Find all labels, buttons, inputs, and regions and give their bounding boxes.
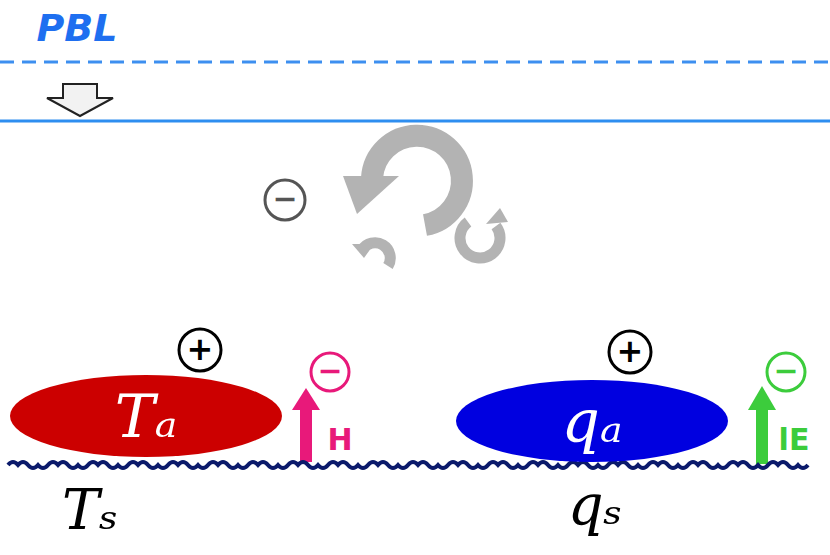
pbl-solid-line [0, 120, 830, 123]
sign-circle [179, 329, 221, 371]
feedback-sign: − [317, 356, 342, 386]
sign-circle [265, 180, 305, 220]
small-eddy [460, 222, 500, 258]
flux-arrowhead [748, 386, 776, 410]
eddy-arrowhead [486, 208, 508, 224]
variable-symbol: qₐ [456, 380, 728, 462]
variable-ellipse: qₐ [456, 380, 728, 462]
surface-variable: qₛ [568, 477, 623, 533]
flux-label: H [327, 425, 352, 455]
eddy-arrowhead [352, 244, 374, 258]
feedback-sign: − [272, 184, 297, 214]
surface-variable: Tₛ [62, 482, 118, 538]
feedback-sign: + [617, 335, 644, 367]
sign-circle [609, 331, 651, 373]
eddy-arrowhead [343, 176, 399, 214]
variable-ellipse: Tₐ [10, 375, 282, 457]
down-arrow [47, 84, 113, 116]
pbl-dashed-line [0, 61, 830, 64]
sea-surface [8, 462, 808, 468]
feedback-sign: − [773, 356, 798, 386]
feedback-sign: + [187, 333, 214, 365]
flux-arrow [756, 408, 768, 464]
flux-arrowhead [292, 388, 320, 410]
variable-symbol: Tₐ [10, 375, 282, 457]
layer-label: PBL [36, 9, 117, 47]
flux-label: lE [779, 425, 810, 455]
sign-circle [767, 353, 805, 391]
flux-arrow [300, 408, 312, 462]
sign-circle [311, 353, 349, 391]
